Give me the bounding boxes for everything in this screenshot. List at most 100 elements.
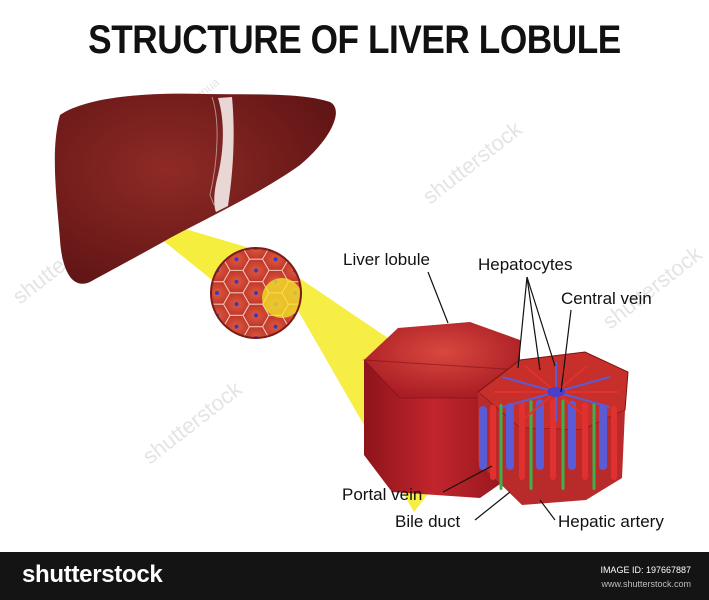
hepatocyte-cell (263, 203, 289, 226)
cell-nucleus (313, 280, 317, 284)
cell-nucleus (352, 235, 356, 239)
vessel-tube (529, 400, 533, 490)
cell-nucleus (313, 212, 317, 216)
hepatocyte-cell (302, 405, 328, 428)
cell-nucleus (196, 325, 200, 329)
hepatocyte-cell (165, 259, 191, 282)
cell-nucleus (352, 415, 356, 419)
watermark-text: shutterstock (418, 116, 528, 209)
cell-nucleus (235, 370, 239, 374)
sinusoid-line (524, 365, 557, 393)
hepatocyte-cell (281, 326, 301, 338)
cell-nucleus (157, 302, 161, 306)
cell-nucleus (332, 179, 336, 183)
hepatocyte-cell (321, 169, 347, 192)
hepatocyte-cell (211, 292, 212, 316)
cell-nucleus (176, 313, 180, 317)
cell-nucleus (254, 224, 258, 228)
hepatocyte-cell (300, 248, 301, 249)
footer-logo[interactable]: shutterstock (22, 561, 163, 588)
vessel-tube (519, 401, 525, 480)
label-central-vein: Central vein (561, 289, 652, 308)
footer-image-id: IMAGE ID: 197667887 (600, 565, 691, 575)
cell-nucleus (215, 224, 219, 228)
hepatocyte-cell (146, 248, 172, 271)
cell-nucleus (176, 336, 180, 340)
hepatocyte-cell (302, 203, 328, 226)
cell-nucleus (234, 302, 239, 307)
hepatocyte-cell (222, 337, 251, 338)
sinusoid-line (502, 391, 557, 408)
liver-organ (54, 93, 336, 284)
cell-nucleus (332, 246, 336, 250)
hepatocyte-cell (282, 394, 308, 417)
vessel-tube (582, 402, 588, 480)
cell-nucleus (254, 268, 258, 273)
cell-nucleus (332, 291, 336, 295)
sinusoid-line (524, 391, 557, 419)
cell-nucleus (234, 279, 239, 284)
cell-nucleus (274, 370, 278, 374)
hepatocyte-cell (243, 214, 269, 237)
cell-nucleus (313, 392, 317, 396)
hepatocyte-cell (341, 270, 367, 293)
cell-nucleus (196, 347, 200, 351)
highlighted-lobule (262, 278, 301, 318)
cell-nucleus (293, 358, 297, 362)
sinusoid-line (555, 391, 588, 419)
central-vein (547, 387, 565, 397)
vessel-tube (599, 404, 607, 470)
hepatocyte-cell (282, 214, 308, 237)
cell-nucleus (313, 415, 317, 419)
cell-nucleus (293, 248, 297, 251)
cell-nucleus (313, 257, 317, 261)
cell-nucleus (274, 190, 278, 194)
hepatocyte-cell (282, 192, 308, 215)
cell-nucleus (274, 415, 278, 419)
vessel-tube (592, 403, 596, 490)
hepatocyte-cell (185, 360, 211, 383)
hepatocyte-cell (263, 360, 289, 383)
cell-nucleus (293, 335, 297, 338)
hepatocyte-cell (261, 248, 290, 249)
hepatocyte-cell (146, 270, 172, 293)
hepatocyte-cell (211, 337, 212, 338)
hepatocyte-cell (165, 282, 191, 305)
hepatocyte-cell (146, 293, 172, 316)
cell-nucleus (313, 235, 317, 239)
hepatocyte-cell (321, 192, 347, 215)
hepatocyte-cell (146, 405, 172, 428)
hepatocyte-cell (282, 349, 308, 372)
label-portal-vein: Portal vein (342, 485, 422, 504)
label-hepatocytes: Hepatocytes (478, 255, 573, 274)
hepatocyte-cell (261, 337, 290, 338)
cell-nucleus (332, 269, 336, 273)
cell-nucleus (157, 280, 161, 284)
cell-nucleus (313, 347, 317, 351)
sinusoid-line (555, 391, 610, 408)
label-liver-lobule: Liver lobule (343, 250, 430, 269)
cell-nucleus (274, 212, 278, 216)
footer-url[interactable]: www.shutterstock.com (601, 579, 691, 589)
cell-nucleus (293, 224, 297, 228)
leader-lines (427, 271, 572, 521)
cell-nucleus (235, 212, 239, 216)
cell-nucleus (293, 403, 297, 407)
cell-nucleus (332, 224, 336, 228)
hepatocyte-cell (243, 372, 269, 395)
cell-nucleus (157, 370, 161, 374)
cell-nucleus (293, 381, 297, 385)
diagram-stage: shutterstock shutterstock shutterstock s… (7, 18, 708, 531)
vessel-tube (479, 406, 487, 470)
cell-nucleus (254, 313, 258, 318)
hepatocyte-cell (146, 383, 172, 406)
vessel-tube (550, 398, 556, 480)
hepatocyte-cell (341, 203, 367, 226)
hepatocyte-cell (321, 214, 347, 237)
cell-nucleus (254, 358, 258, 362)
cell-nucleus (215, 381, 219, 385)
cell-nucleus (235, 347, 239, 351)
vessel-tube (561, 399, 565, 490)
hepatocyte-cell (341, 181, 367, 204)
vessel-tube (499, 403, 503, 490)
